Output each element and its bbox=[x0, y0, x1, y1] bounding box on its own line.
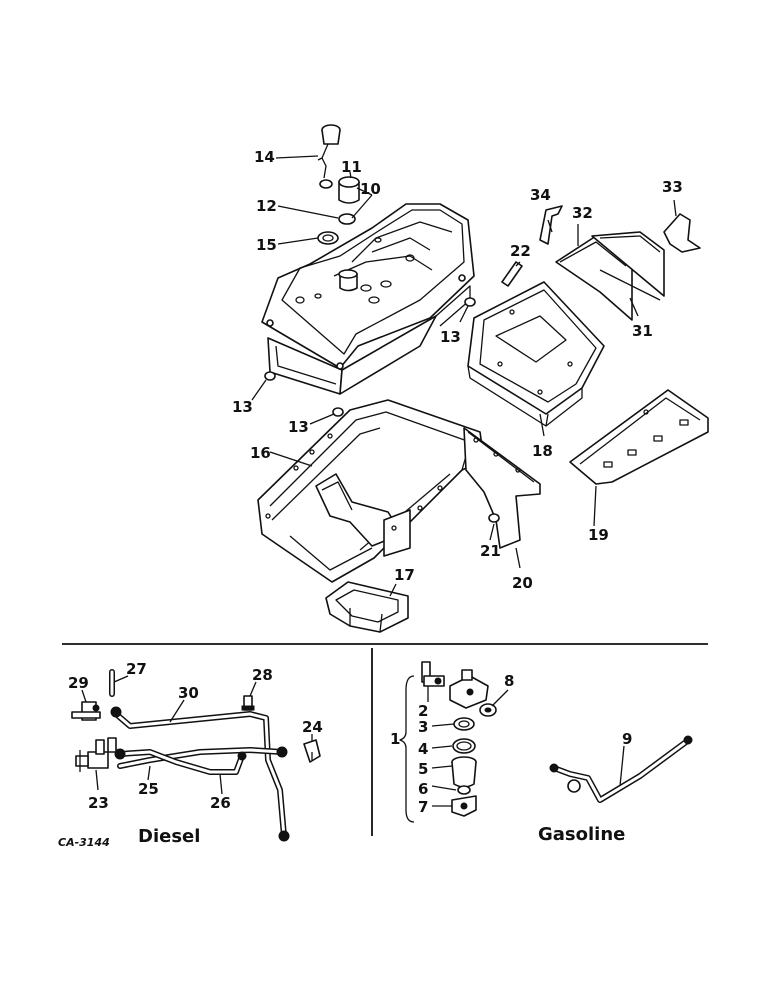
ring-part-15 bbox=[317, 231, 339, 245]
callout-5: 5 bbox=[418, 760, 428, 778]
pin-part-22 bbox=[501, 261, 523, 287]
fuel-line-part-25 bbox=[117, 746, 288, 769]
callout-6: 6 bbox=[418, 780, 428, 798]
fuel-line-part-30 bbox=[110, 706, 290, 842]
clip-part-33 bbox=[663, 213, 701, 253]
callout-4: 4 bbox=[418, 740, 428, 758]
callout-13b: 13 bbox=[232, 398, 253, 416]
callout-21: 21 bbox=[480, 542, 501, 560]
washer-part-13 bbox=[264, 297, 476, 417]
callout-22: 22 bbox=[510, 242, 531, 260]
fitting-part-24 bbox=[303, 739, 321, 763]
callout-10: 10 bbox=[360, 180, 381, 198]
gasket-part-12 bbox=[338, 213, 356, 225]
shield-part-18 bbox=[467, 281, 605, 427]
bracket-part-34 bbox=[539, 205, 563, 245]
pan-part-17 bbox=[325, 581, 409, 633]
fitting-part-29 bbox=[71, 701, 101, 721]
callout-16: 16 bbox=[250, 444, 271, 462]
callout-29: 29 bbox=[68, 674, 89, 692]
tee-fitting-part-23 bbox=[75, 737, 117, 772]
nut-part-21 bbox=[488, 513, 500, 523]
assembly-brace bbox=[399, 675, 415, 823]
callout-13a: 13 bbox=[440, 328, 461, 346]
callout-labels: 14 11 10 12 15 13 13 13 16 34 32 33 22 3… bbox=[68, 148, 683, 816]
callout-12: 12 bbox=[256, 197, 277, 215]
callout-14: 14 bbox=[254, 148, 275, 166]
callout-8: 8 bbox=[504, 672, 514, 690]
bowl-part-5 bbox=[451, 756, 477, 788]
callout-25: 25 bbox=[138, 780, 159, 798]
callout-7: 7 bbox=[418, 798, 428, 816]
callout-26: 26 bbox=[210, 794, 231, 812]
panel-part-31 bbox=[591, 231, 665, 301]
callout-31: 31 bbox=[632, 322, 653, 340]
callout-15: 15 bbox=[256, 236, 277, 254]
callout-28: 28 bbox=[252, 666, 273, 684]
nut-part-8 bbox=[479, 703, 497, 717]
callout-27: 27 bbox=[126, 660, 147, 678]
callout-30: 30 bbox=[178, 684, 199, 702]
filter-head bbox=[449, 669, 489, 709]
callout-1: 1 bbox=[390, 730, 400, 748]
plate-part-19 bbox=[569, 389, 709, 485]
panel-part-32 bbox=[555, 235, 633, 321]
leader-lines-diesel bbox=[81, 675, 313, 795]
drawing-code: CA-3144 bbox=[58, 836, 110, 849]
callout-18: 18 bbox=[532, 442, 553, 460]
fuel-cap-part-14 bbox=[317, 124, 341, 189]
callout-32: 32 bbox=[572, 204, 593, 222]
fuel-line-part-26 bbox=[114, 748, 247, 775]
screen-part-6 bbox=[457, 785, 471, 795]
callout-19: 19 bbox=[588, 526, 609, 544]
valve-part-2 bbox=[421, 661, 445, 687]
callout-13c: 13 bbox=[288, 418, 309, 436]
fuel-tank bbox=[261, 203, 475, 395]
side-bracket-part-20 bbox=[463, 427, 541, 549]
leader-lines-gasoline bbox=[427, 686, 625, 807]
callout-17: 17 bbox=[394, 566, 415, 584]
callout-9: 9 bbox=[622, 730, 632, 748]
callout-34: 34 bbox=[530, 186, 551, 204]
section-label-diesel: Diesel bbox=[138, 826, 200, 847]
callout-23: 23 bbox=[88, 794, 109, 812]
section-label-gasoline: Gasoline bbox=[538, 824, 625, 845]
callout-11: 11 bbox=[341, 158, 362, 176]
gasket-part-3 bbox=[453, 717, 475, 731]
leader-lines-upper bbox=[251, 155, 677, 597]
callout-3: 3 bbox=[418, 718, 428, 736]
callout-2: 2 bbox=[418, 702, 428, 720]
callout-33: 33 bbox=[662, 178, 683, 196]
callout-24: 24 bbox=[302, 718, 323, 736]
bleeder-part-28 bbox=[241, 695, 255, 711]
callout-20: 20 bbox=[512, 574, 533, 592]
filler-neck-part-11 bbox=[338, 176, 360, 204]
bail-part-7 bbox=[451, 795, 477, 817]
fuel-line-part-9 bbox=[549, 735, 693, 803]
seal-part-4 bbox=[452, 738, 476, 754]
